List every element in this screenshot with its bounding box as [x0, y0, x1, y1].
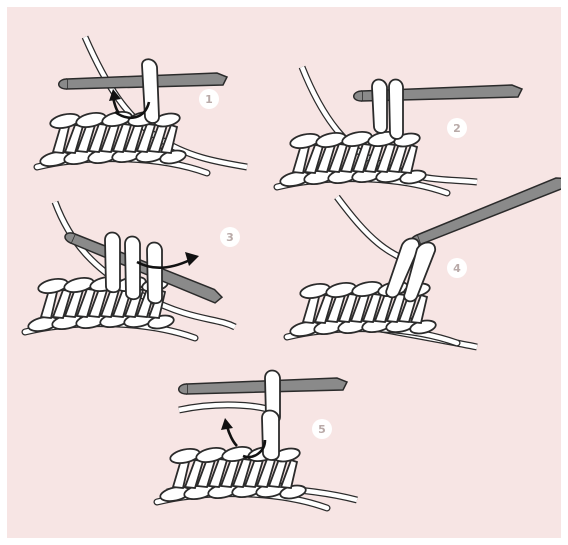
step-4-number: 4: [453, 262, 461, 275]
step-1-number: 1: [205, 93, 213, 106]
crochet-instruction-diagram: 1 2 3: [7, 7, 561, 538]
step-4-badge: 4: [447, 258, 467, 278]
step-5-number: 5: [318, 423, 326, 436]
step-2-number: 2: [453, 122, 461, 135]
step-2-badge: 2: [447, 118, 467, 138]
step-5-badge: 5: [312, 419, 332, 439]
step-1-badge: 1: [199, 89, 219, 109]
step-3-badge: 3: [220, 227, 240, 247]
step-3-number: 3: [226, 231, 234, 244]
